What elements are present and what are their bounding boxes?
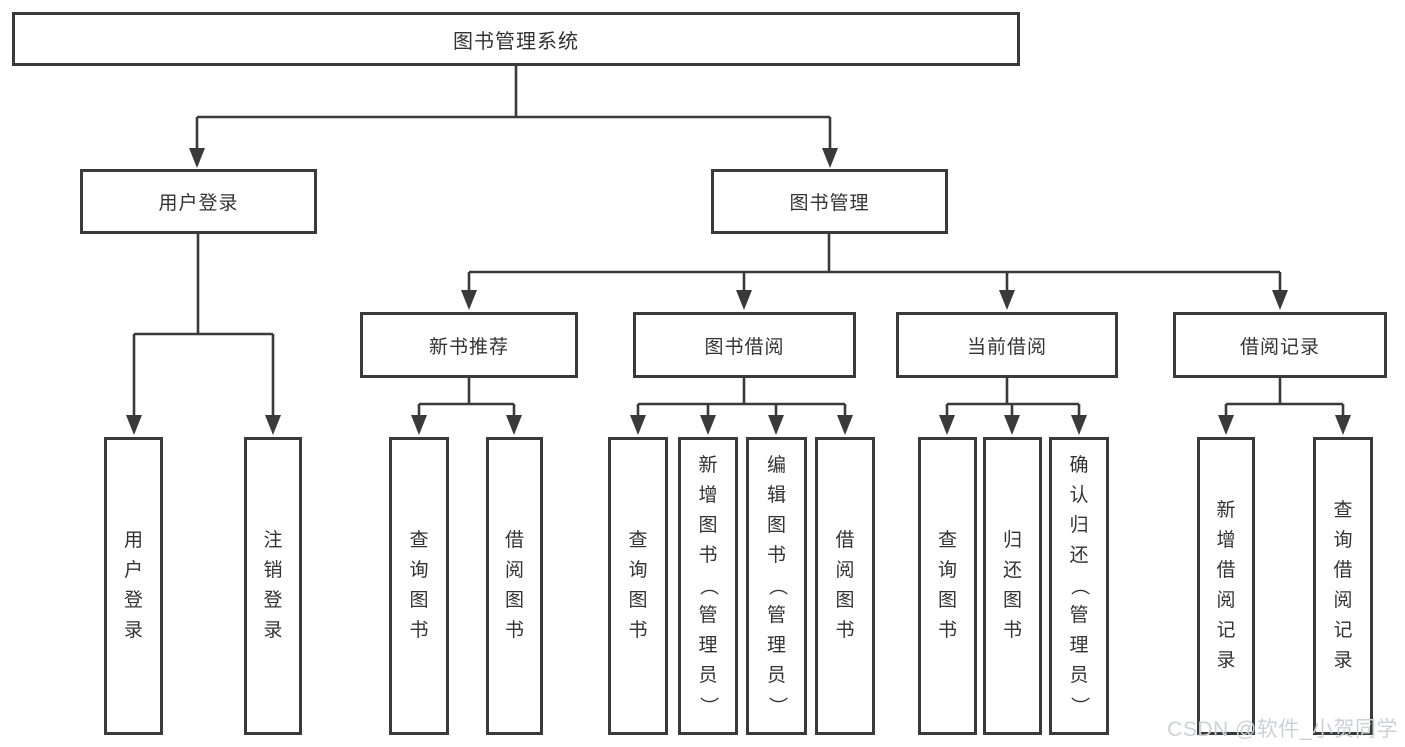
leaf-logout: 注销登录 bbox=[244, 437, 302, 735]
node-library-system-label: 图书管理系统 bbox=[453, 30, 579, 53]
node-new-book-recommend-label: 新书推荐 bbox=[428, 336, 509, 358]
leaf-borrowing-add-books-admin: 新增图书（管理员） bbox=[678, 437, 738, 735]
leaf-current-return-books: 归还图书 bbox=[983, 437, 1042, 735]
leaf-recommend-query-books: 查询图书 bbox=[389, 437, 449, 735]
node-book-management: 图书管理 bbox=[711, 169, 948, 234]
node-new-book-recommend: 新书推荐 bbox=[360, 312, 578, 378]
node-book-borrowing: 图书借阅 bbox=[633, 312, 856, 378]
node-borrowing-records: 借阅记录 bbox=[1173, 312, 1387, 378]
node-user-login-label: 用户登录 bbox=[158, 193, 239, 214]
node-current-borrowing: 当前借阅 bbox=[896, 312, 1118, 378]
leaf-borrowing-query-books: 查询图书 bbox=[608, 437, 668, 735]
leaf-records-add-record: 新增借阅记录 bbox=[1197, 437, 1255, 735]
leaf-borrowing-edit-books-admin: 编辑图书（管理员） bbox=[746, 437, 807, 735]
node-book-management-label: 图书管理 bbox=[789, 193, 870, 214]
leaf-borrowing-borrow-books: 借阅图书 bbox=[815, 437, 875, 735]
node-borrowing-records-label: 借阅记录 bbox=[1239, 336, 1320, 358]
node-current-borrowing-label: 当前借阅 bbox=[966, 336, 1047, 358]
watermark: CSDN @软件_小贺同学 bbox=[1167, 718, 1398, 741]
node-user-login: 用户登录 bbox=[80, 169, 317, 234]
leaf-user-login: 用户登录 bbox=[104, 437, 163, 735]
node-library-system: 图书管理系统 bbox=[12, 12, 1020, 66]
node-book-borrowing-label: 图书借阅 bbox=[704, 336, 785, 358]
leaf-records-query-record: 查询借阅记录 bbox=[1313, 437, 1373, 735]
leaf-current-query-books: 查询图书 bbox=[918, 437, 977, 735]
leaf-recommend-borrow-books: 借阅图书 bbox=[486, 437, 543, 735]
leaf-current-confirm-return-admin: 确认归还（管理员） bbox=[1049, 437, 1109, 735]
